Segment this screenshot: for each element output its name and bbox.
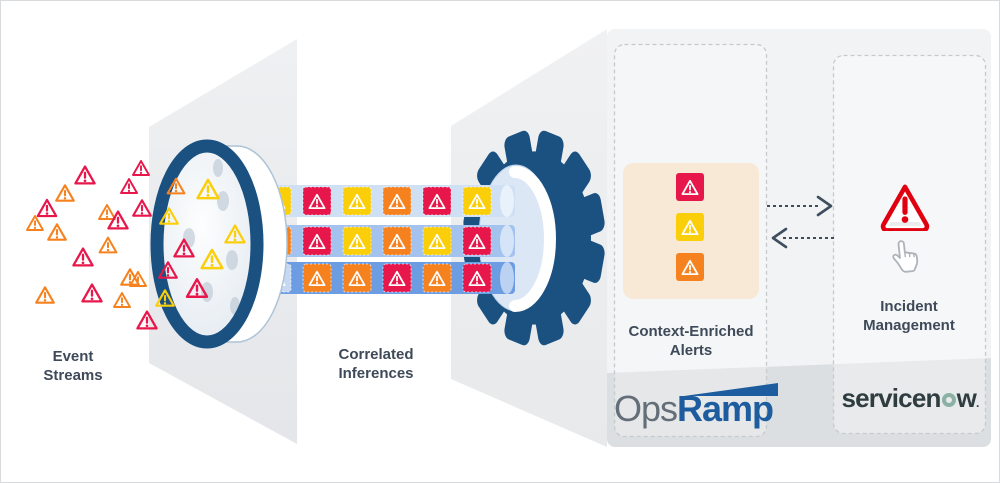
opsramp-logo-suffix: Ramp [677,388,774,429]
warning-triangle-icon [113,292,131,308]
warning-triangle-icon [120,178,138,194]
warning-triangle-icon [98,204,116,220]
warning-triangle-icon [72,247,94,267]
warning-triangle-icon [132,199,152,217]
incident-management-label: Incident Management [863,298,955,334]
warning-triangle-icon [26,215,44,231]
warning-triangle-icon [98,236,118,254]
servicenow-panel [832,54,987,435]
servicenow-logo-post: w [956,383,977,413]
gear-inner-ring [509,166,556,312]
warning-triangle-icon [55,184,75,202]
event-streams-label: Event Streams [43,348,103,384]
event-lens [150,139,288,349]
servicenow-o-ring-icon [941,393,956,407]
warning-triangle-icon [74,165,96,185]
logo-footer-band [607,358,991,447]
arrow-left-icon [771,227,834,249]
lens-dents [183,159,240,315]
warning-triangle-icon [36,198,58,218]
warning-triangle-icon [81,283,103,303]
warning-triangle-icon [35,286,55,304]
opsramp-logo-prefix: Ops [614,388,678,429]
servicenow-logo-tm: . [976,396,979,410]
bidirectional-dashed-arrows [767,195,834,249]
servicenow-logo: servicen w. [834,384,986,413]
servicenow-logo-pre: servicen [841,383,941,413]
context-enriched-alerts-label: Context-Enriched Alerts [628,323,754,359]
event-stream-triangles [26,160,158,330]
arrow-right-icon [767,195,833,217]
warning-triangle-icon [132,160,150,176]
correlated-inferences-label: Correlated Inferences [338,346,414,382]
warning-triangle-icon [47,223,67,241]
click-hand-icon [892,240,919,273]
context-alert-stack [676,173,704,281]
